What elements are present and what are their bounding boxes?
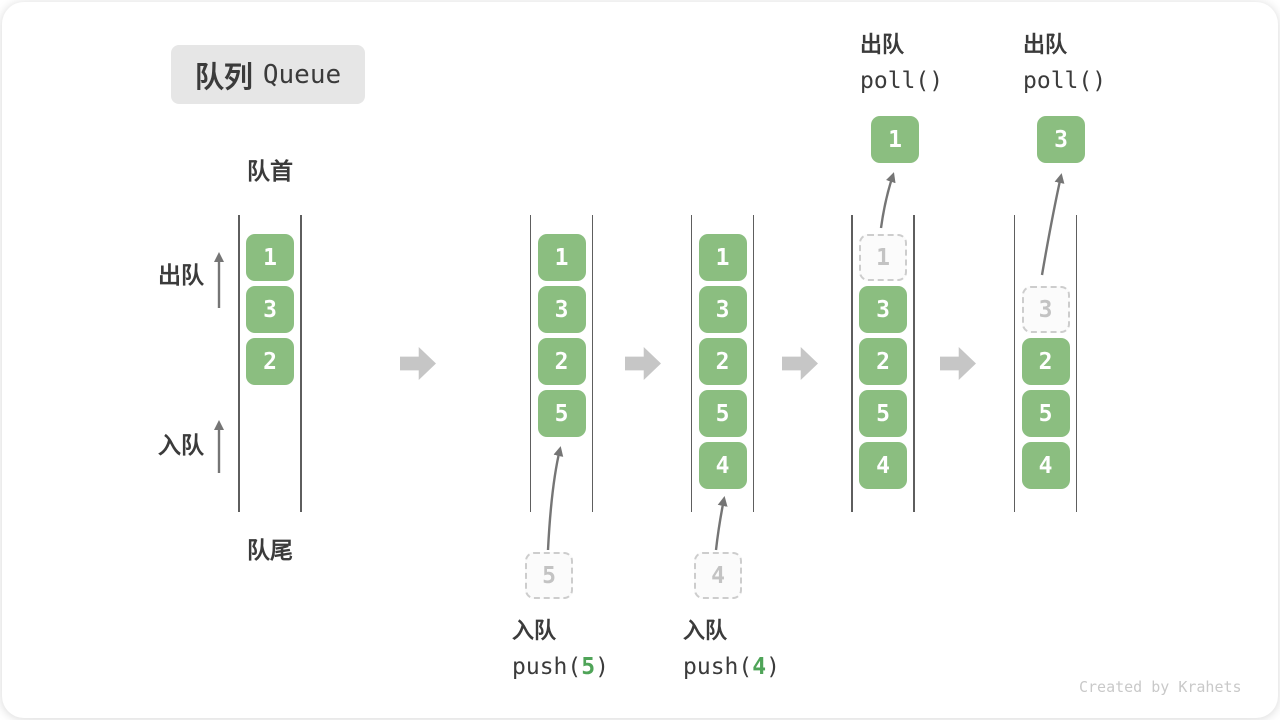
push4-arrow	[714, 496, 728, 551]
next-state-arrow-icon	[782, 347, 818, 380]
next-state-arrow-icon	[940, 347, 976, 380]
queue-box: 2	[859, 338, 907, 385]
code-text: push(	[683, 654, 753, 680]
queue-box-value: 2	[1038, 348, 1053, 375]
queue-box-value: 1	[263, 244, 277, 271]
queue-box-value: 5	[542, 562, 556, 589]
title-badge: 队列 Queue	[171, 45, 365, 104]
queue-box: 1	[537, 234, 586, 281]
queue-box-value: 2	[715, 348, 730, 375]
queue-wall	[690, 215, 693, 512]
code-arg: 5	[581, 654, 596, 680]
code-arg: 4	[752, 654, 767, 680]
poll-code: poll()	[860, 68, 944, 94]
dequeue-side-label: 出队	[158, 263, 204, 289]
queue-box: 2	[537, 338, 586, 385]
poll-code: poll()	[1023, 68, 1107, 94]
queue-box-value: 3	[554, 296, 569, 323]
queue-box: 5	[537, 390, 586, 437]
queue-box: 4	[1021, 442, 1070, 489]
queue-box-value: 4	[1038, 452, 1053, 479]
queue-wall	[1075, 215, 1078, 512]
next-state-arrow-icon	[400, 347, 436, 380]
queue-wall	[529, 215, 532, 512]
poll3-arrow	[1040, 173, 1065, 276]
code-text: push(	[512, 654, 582, 680]
queue-box: 5	[859, 390, 907, 437]
queue-box-value: 3	[263, 296, 277, 323]
enqueue-side-label: 入队	[158, 433, 204, 459]
queue-box-value: 4	[711, 562, 725, 589]
queue-box-value: 4	[876, 452, 890, 479]
outgoing-value-box: 3	[1037, 116, 1085, 163]
queue-box-value: 3	[715, 296, 730, 323]
queue-wall	[591, 215, 594, 512]
title-zh: 队列	[194, 59, 253, 94]
queue-box: 1	[698, 234, 747, 281]
queue-box-dashed: 3	[1021, 286, 1070, 333]
queue-box-value: 1	[876, 244, 890, 271]
dequeue-label: 出队	[860, 33, 905, 58]
push-code: push(4)	[683, 652, 780, 682]
queue-box-value: 1	[554, 244, 569, 271]
queue-box: 3	[859, 286, 907, 333]
queue-box-value: 2	[554, 348, 569, 375]
queue-box: 1	[246, 234, 294, 281]
queue-box: 5	[698, 390, 747, 437]
queue-box-value: 3	[876, 296, 890, 323]
queue-box-value: 4	[715, 452, 730, 479]
queue-box-value: 2	[263, 348, 277, 375]
push-code: push(5)	[512, 652, 609, 682]
poll-annotation-1: 出队 poll()	[860, 32, 943, 96]
queue-wall	[752, 215, 755, 512]
queue-box-dashed: 1	[859, 234, 907, 281]
queue-box-value: 1	[888, 126, 902, 153]
queue-box-value: 1	[715, 244, 730, 271]
title-en: Queue	[262, 59, 342, 90]
queue-box: 2	[1021, 338, 1070, 385]
enqueue-label: 入队	[512, 619, 557, 644]
push5-arrow	[546, 446, 564, 551]
code-text: )	[766, 654, 780, 680]
queue-box: 5	[1021, 390, 1070, 437]
dequeue-label: 出队	[1023, 33, 1068, 58]
queue-box-value: 5	[715, 400, 730, 427]
queue-box: 4	[698, 442, 747, 489]
poll1-arrow	[879, 172, 896, 229]
push-annotation-2: 入队 push(4)	[683, 618, 780, 682]
queue-box-value: 2	[876, 348, 890, 375]
queue-box: 3	[537, 286, 586, 333]
push-annotation-1: 入队 push(5)	[512, 618, 609, 682]
queue-wall	[851, 215, 853, 512]
watermark: Created by Krahets	[1079, 678, 1242, 696]
queue-wall	[913, 215, 915, 512]
queue-box-value: 5	[1038, 400, 1053, 427]
enqueue-label: 入队	[683, 619, 728, 644]
next-state-arrow-icon	[625, 347, 661, 380]
queue-box-value: 5	[554, 400, 569, 427]
queue-rear-label: 队尾	[247, 538, 293, 564]
outgoing-value-box: 1	[871, 116, 919, 163]
poll-annotation-2: 出队 poll()	[1023, 32, 1106, 96]
queue-wall	[238, 215, 240, 512]
queue-wall	[300, 215, 302, 512]
queue-box-value: 3	[1038, 296, 1053, 323]
queue-wall	[1013, 215, 1016, 512]
queue-box: 3	[246, 286, 294, 333]
queue-box-value: 5	[876, 400, 890, 427]
queue-front-label: 队首	[247, 159, 293, 185]
code-text: )	[595, 654, 609, 680]
queue-box: 3	[698, 286, 747, 333]
queue-box: 2	[698, 338, 747, 385]
queue-box: 4	[859, 442, 907, 489]
queue-box: 2	[246, 338, 294, 385]
queue-box-value: 3	[1054, 126, 1068, 153]
incoming-value-box: 5	[525, 552, 573, 599]
incoming-value-box: 4	[694, 552, 742, 599]
